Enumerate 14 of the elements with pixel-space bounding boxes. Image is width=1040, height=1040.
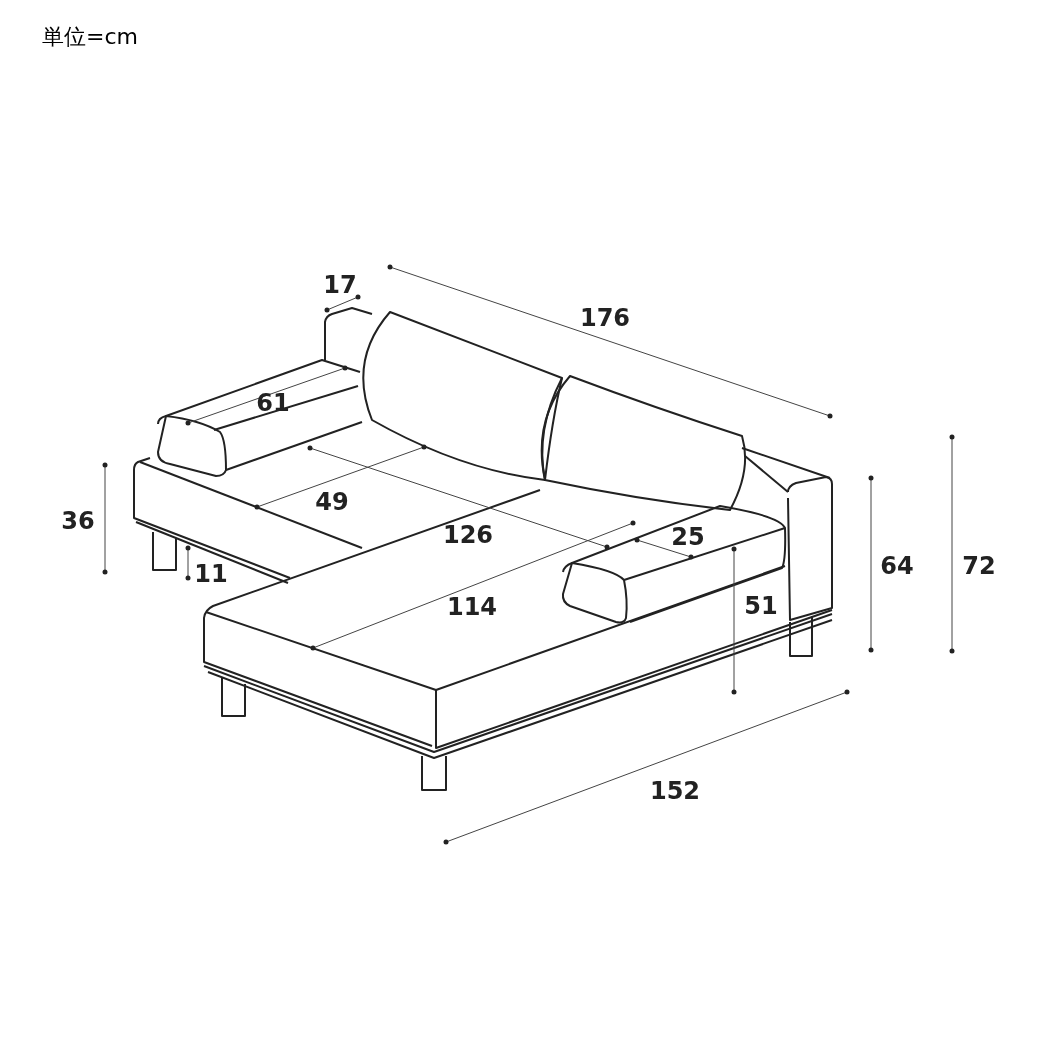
dimension-label: 51 bbox=[744, 594, 778, 618]
dimension-label: 114 bbox=[446, 595, 498, 619]
dimension-label: 25 bbox=[671, 525, 705, 549]
dimension-label: 72 bbox=[962, 554, 996, 578]
dimension-label: 126 bbox=[442, 523, 494, 547]
dimension-label: 176 bbox=[579, 306, 631, 330]
unit-note: 単位=cm bbox=[42, 26, 138, 48]
dimension-label: 49 bbox=[315, 490, 349, 514]
dimension-label: 152 bbox=[649, 779, 701, 803]
dimension-label: 11 bbox=[194, 562, 228, 586]
dimension-label: 64 bbox=[880, 554, 914, 578]
dimension-label: 61 bbox=[256, 391, 290, 415]
dimension-label: 36 bbox=[61, 509, 95, 533]
dimension-label: 17 bbox=[323, 273, 357, 297]
